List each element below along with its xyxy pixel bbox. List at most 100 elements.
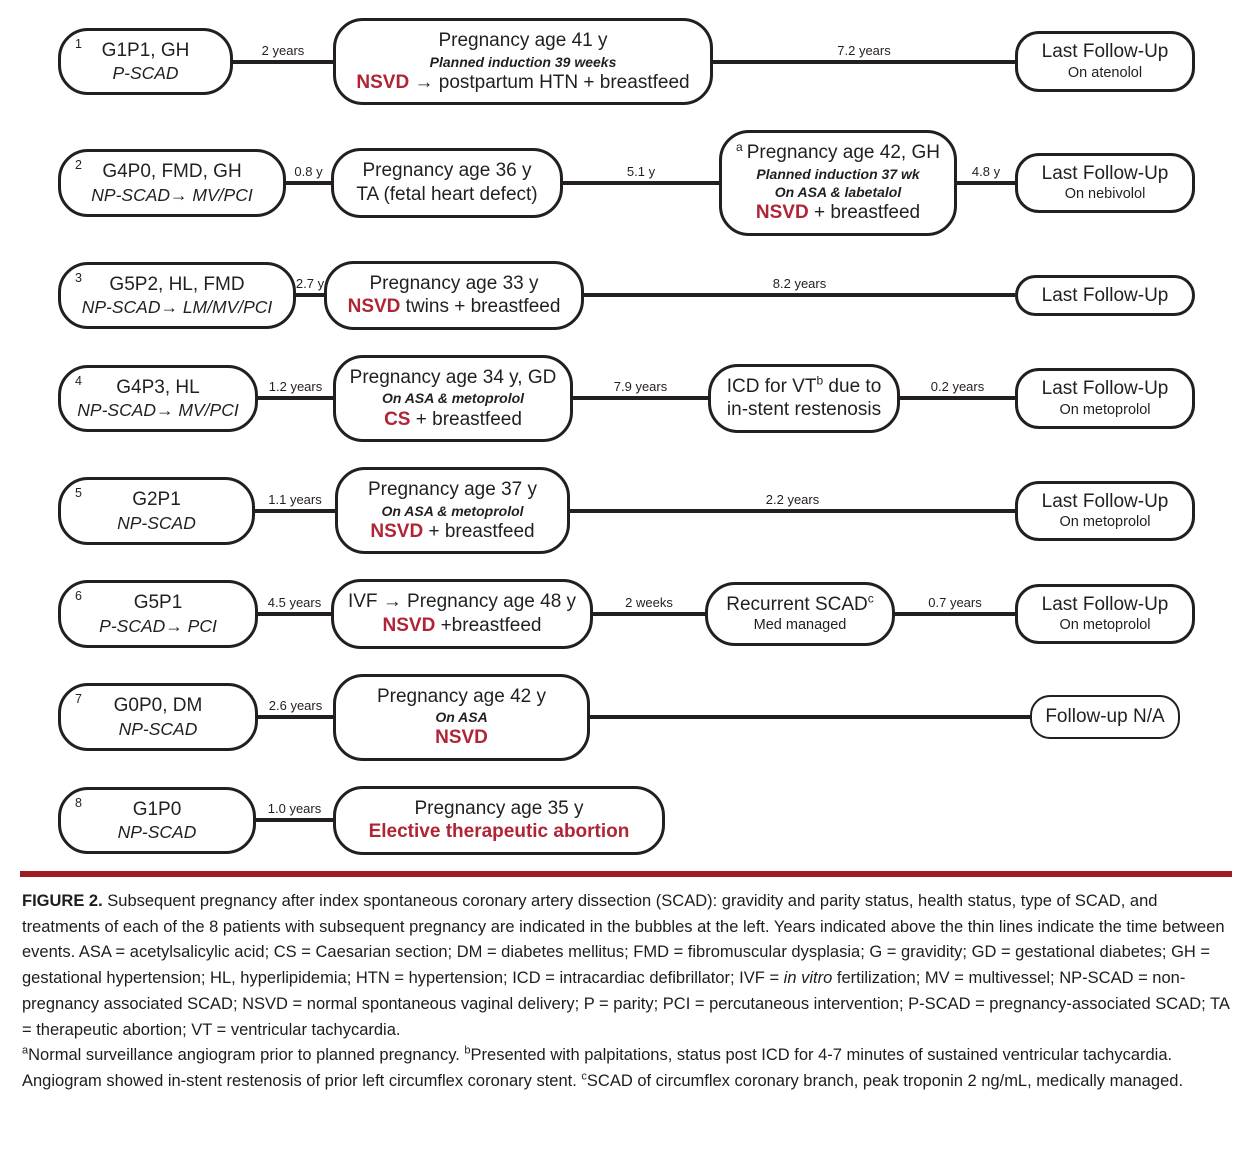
- caption-text: FIGURE 2. Subsequent pregnancy after ind…: [22, 889, 1230, 1043]
- patient-box: 3 G5P2, HL, FMD NP-SCAD→ LM/MV/PCI: [58, 261, 296, 330]
- outcome-rest: + breastfeed: [808, 202, 921, 224]
- patient-box: 8 G1P0 NP-SCAD: [58, 786, 256, 855]
- patient-scad-type: P-SCAD: [112, 63, 179, 84]
- flow-row-4: 4 G4P3, HL NP-SCAD→ MV/PCI 1.2 years Pre…: [58, 354, 1195, 443]
- patient-box: 4 G4P3, HL NP-SCAD→ MV/PCI: [58, 364, 258, 433]
- pregnancy-title: Pregnancy age 34 y, GD: [349, 366, 557, 388]
- event-box-recurrent-scad: Recurrent SCADc Med managed: [705, 581, 895, 647]
- patient-number: 1: [75, 36, 82, 51]
- event-subtitle: Med managed: [753, 617, 847, 634]
- patient-box: 7 G0P0, DM NP-SCAD: [58, 683, 258, 751]
- time-label: 7.9 years: [613, 379, 668, 395]
- pregnancy-box: Pregnancy age 34 y, GD On ASA & metoprol…: [333, 354, 573, 443]
- event-title-text: due to: [823, 375, 882, 397]
- connector-line: 7.9 years: [573, 379, 708, 401]
- patient-box: 2 G4P0, FMD, GH NP-SCAD→ MV/PCI: [58, 149, 286, 217]
- patient-scad-type: NP-SCAD→ MV/PCI: [91, 184, 253, 205]
- pregnancy-title: Pregnancy age 42 y: [376, 685, 546, 707]
- connector-line: 5.1 y: [563, 164, 719, 186]
- flow-row-3: 3 G5P2, HL, FMD NP-SCAD→ LM/MV/PCI 2.7 y…: [58, 260, 1195, 330]
- followup-box: Last Follow-Up On metoprolol: [1015, 583, 1195, 645]
- footnote-marker: c: [867, 591, 874, 606]
- time-label: 1.1 years: [268, 491, 322, 507]
- footnote-marker: b: [464, 1044, 471, 1057]
- patient-scad-type: NP-SCAD: [117, 822, 197, 843]
- event-box-icd: ICD for VTb due to in-stent restenosis: [708, 363, 900, 434]
- caption-divider-rule: [20, 870, 1232, 877]
- pregnancy-box: Pregnancy age 33 y NSVD twins + breastfe…: [324, 260, 584, 330]
- patient-status: G1P0: [132, 798, 182, 820]
- pregnancy-box: Pregnancy age 37 y On ASA & metoprolol N…: [335, 467, 570, 555]
- pregnancy-box: Pregnancy age 42 y On ASA NSVD: [333, 673, 590, 761]
- pregnancy-note: On ASA: [435, 709, 488, 726]
- pregnancy-outcome: NSVD twins + breastfeed: [339, 295, 569, 319]
- followup-box: Last Follow-Up: [1015, 274, 1195, 317]
- outcome-highlight: NSVD: [382, 614, 436, 636]
- footnote-marker: b: [816, 373, 824, 388]
- time-label: 2 years: [261, 42, 305, 58]
- outcome-rest: twins + breastfeed: [400, 296, 561, 318]
- connector-line: 2.2 years: [570, 492, 1015, 513]
- patient-box: 6 G5P1 P-SCAD→ PCI: [58, 580, 258, 648]
- outcome-rest: + breastfeed: [410, 408, 522, 430]
- outcome-highlight: NSVD: [356, 71, 410, 93]
- pregnancy-title: Pregnancy age 35 y: [414, 797, 584, 819]
- time-label: 5.1 y: [626, 164, 656, 180]
- footnote-b: Presented with palpitations, status post…: [22, 1046, 1173, 1091]
- time-label: 4.8 y: [971, 164, 1001, 180]
- followup-title: Follow-up N/A: [1045, 706, 1165, 728]
- event-title-text: Recurrent SCAD: [726, 593, 868, 615]
- patient-status: G5P2, HL, FMD: [109, 273, 245, 295]
- patient-number: 5: [75, 485, 82, 500]
- pregnancy-outcome: TA (fetal heart defect): [356, 184, 538, 206]
- outcome-highlight: Elective therapeutic abortion: [368, 821, 630, 843]
- event-subtitle: in-stent restenosis: [726, 399, 882, 421]
- time-label: 2.6 years: [268, 698, 323, 714]
- pregnancy-outcome: NSVD → postpartum HTN + breastfeed: [348, 71, 698, 95]
- pregnancy-title: Pregnancy age 33 y: [369, 272, 539, 294]
- connector-line: 2 years: [233, 43, 333, 64]
- footnote-a: Normal surveillance angiogram prior to p…: [28, 1046, 465, 1065]
- patient-number: 6: [75, 589, 82, 604]
- event-title-text: ICD for VT: [726, 375, 817, 397]
- followup-med: On metoprolol: [1059, 401, 1151, 418]
- connector-line: 2 weeks: [593, 595, 705, 616]
- pregnancy-note: On ASA & labetalol: [774, 184, 902, 201]
- patient-status: G5P1: [133, 592, 183, 614]
- pregnancy-title-text: Pregnancy age 42, GH: [746, 142, 940, 164]
- followup-title: Last Follow-Up: [1041, 162, 1169, 184]
- connector-line: 8.2 years: [584, 276, 1015, 298]
- followup-box: Last Follow-Up On nebivolol: [1015, 152, 1195, 214]
- connector-line: 0.7 years: [895, 595, 1015, 616]
- connector-line: 1.1 years: [255, 492, 335, 513]
- pregnancy-title: IVF → Pregnancy age 48 y: [347, 591, 577, 613]
- followup-box: Last Follow-Up On metoprolol: [1015, 480, 1195, 541]
- followup-box: Follow-up N/A: [1030, 695, 1180, 739]
- pregnancy-outcome: NSVD +breastfeed: [346, 614, 578, 638]
- event-title: ICD for VTb due to: [723, 375, 885, 399]
- flow-row-1: 1 G1P1, GH P-SCAD 2 years Pregnancy age …: [58, 18, 1195, 106]
- caption-body: Subsequent pregnancy after index spontan…: [22, 891, 1225, 988]
- time-label: 0.8 y: [294, 164, 323, 180]
- outcome-rest: +breastfeed: [435, 614, 542, 636]
- caption-body: fertilization; MV = multivessel; NP-SCAD…: [22, 969, 1229, 1039]
- footnote-marker: a: [736, 139, 743, 154]
- pregnancy-outcome: NSVD + breastfeed: [350, 520, 555, 544]
- patient-box: 1 G1P1, GH P-SCAD: [58, 27, 233, 96]
- pregnancy-outcome: NSVD + breastfeed: [734, 201, 942, 225]
- patient-number: 3: [75, 270, 82, 285]
- footnote-marker: a: [22, 1044, 29, 1057]
- event-title: Recurrent SCADc: [720, 591, 880, 617]
- caption-italic: in vitro: [783, 969, 833, 988]
- patient-status: G4P3, HL: [116, 376, 200, 398]
- pregnancy-title: Pregnancy age 37 y: [367, 479, 537, 501]
- pregnancy-note: Planned induction 37 wk: [756, 165, 920, 182]
- time-label: 2.2 years: [765, 491, 820, 507]
- time-label: 0.2 years: [930, 379, 985, 395]
- time-label: 0.7 years: [928, 594, 982, 610]
- patient-status: G4P0, FMD, GH: [102, 161, 242, 183]
- connector-line: [590, 715, 1030, 720]
- pregnancy-outcome: NSVD: [348, 726, 575, 750]
